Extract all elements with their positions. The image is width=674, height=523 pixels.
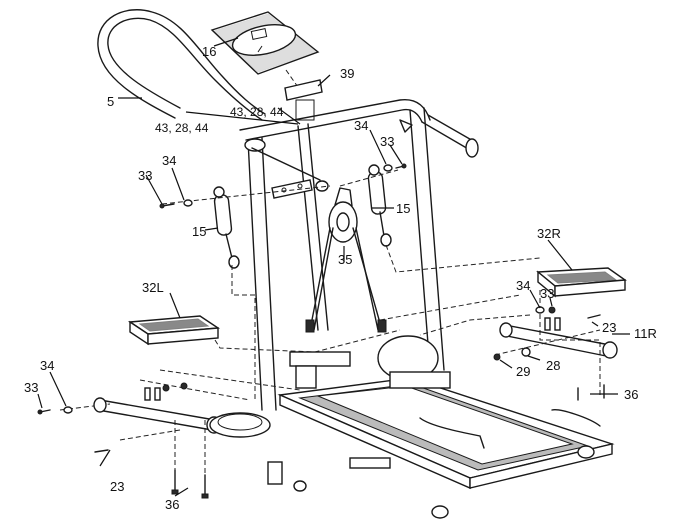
label-11R: 11R	[634, 326, 657, 341]
label-15-right: 15	[396, 201, 410, 216]
label-32L: 32L	[142, 280, 164, 295]
foot-pedal-right-part-32R	[536, 267, 627, 298]
label-36-left: 36	[165, 497, 179, 512]
label-33-upper-left: 33	[138, 168, 152, 183]
label-39: 39	[340, 66, 354, 81]
label-33-upper-right: 33	[380, 134, 394, 149]
label-35: 35	[338, 252, 352, 267]
label-23-right: 23	[602, 320, 616, 335]
label-34-right-pedal: 34	[516, 278, 530, 293]
label-34-left-arm: 34	[40, 358, 54, 373]
part-labels: 16 39 5 43, 28, 44 43, 28, 44 34 33 34 3…	[24, 44, 657, 512]
cylinder-bracket-plate	[271, 179, 313, 199]
label-43-28-44-left: 43, 28, 44	[155, 121, 209, 135]
label-5: 5	[107, 94, 114, 109]
label-23-left: 23	[110, 479, 124, 494]
label-15-left: 15	[192, 224, 206, 239]
console-part-16	[210, 11, 320, 75]
pulley-part-35	[305, 187, 387, 333]
cylinder-left-part-15	[213, 186, 240, 269]
label-33-right-pedal: 33	[540, 286, 554, 301]
leader-lines	[37, 37, 630, 497]
label-33-left-arm: 33	[24, 380, 38, 395]
label-34-upper-right: 34	[354, 118, 368, 133]
label-28: 28	[546, 358, 560, 373]
treadmill-deck	[209, 335, 615, 519]
label-32R: 32R	[537, 226, 561, 241]
foot-pedal-left-part-32L	[127, 315, 221, 346]
assembly-dash-lines	[59, 169, 601, 475]
label-16: 16	[202, 44, 216, 59]
label-29: 29	[516, 364, 530, 379]
label-43-28-44-right: 43, 28, 44	[230, 105, 284, 119]
upright-frame	[239, 79, 479, 411]
label-36-right: 36	[624, 387, 638, 402]
pedal-arm-right-part-11R	[499, 317, 618, 359]
label-34-upper-left: 34	[162, 153, 176, 168]
hardware-fasteners	[37, 163, 605, 499]
pedal-arm-left-part-11L	[93, 387, 222, 434]
handlebar-part-5	[97, 9, 266, 121]
